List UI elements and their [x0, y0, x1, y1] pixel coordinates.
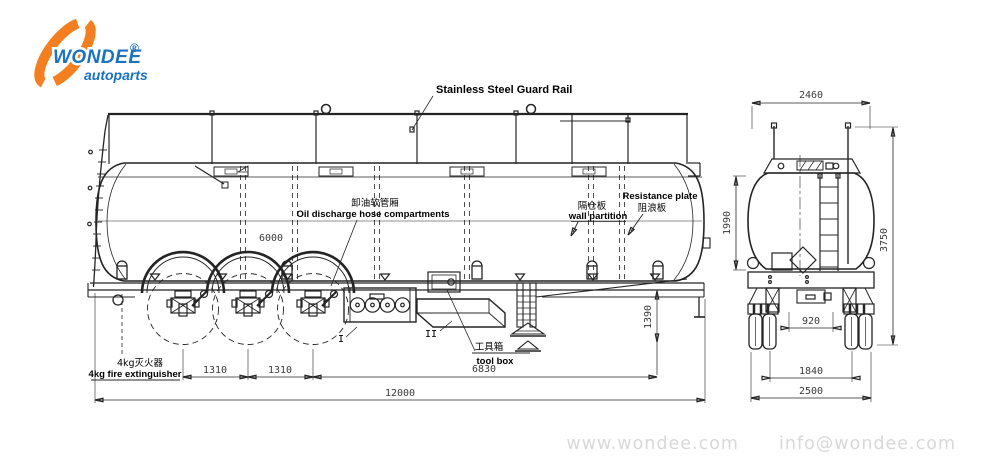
dim-overall-length-text: 12000 — [385, 388, 415, 399]
wheel — [277, 273, 349, 345]
tire — [844, 313, 859, 350]
dim-track-width-text: 1840 — [799, 366, 823, 377]
sump-diamond-icon — [789, 246, 817, 274]
guard-rail-label: Stainless Steel Guard Rail — [436, 84, 572, 96]
dim-rear-span: 6830 — [472, 364, 496, 375]
label-hose-compartments: 卸油软管厢 Oil discharge hose compartments — [296, 197, 450, 287]
tire — [858, 313, 873, 350]
wheel — [147, 273, 219, 345]
side-view: I II Stainless Steel Guard Rail 卸油软管厢 Oi… — [87, 84, 711, 403]
label-resistance-plate: Resistance plate 阻浪板 — [623, 191, 698, 236]
tire — [762, 313, 777, 350]
rv-guard-rail — [762, 122, 862, 264]
watermark-email: info@wondee.com — [778, 434, 956, 454]
rv-bottom-fittings — [746, 246, 876, 274]
kingpin-area-icon — [112, 294, 124, 306]
chassis-frame — [87, 273, 705, 318]
bottom-discharge-valves — [116, 260, 664, 280]
wall-partition-label-en: wall partition — [568, 211, 628, 222]
label-fire-extinguisher: 4kg灭火器 4kg fire extinguisher — [89, 294, 182, 381]
rear-view: 2460 1990 3750 920 — [722, 90, 898, 402]
landing-gear — [510, 278, 688, 352]
wheel — [212, 273, 284, 345]
dim-rear-frame-height-text: 1390 — [643, 305, 654, 329]
rv-tank-body — [747, 155, 875, 276]
dim-guard-rail-width-text: 2460 — [799, 90, 823, 101]
rv-ladder — [817, 173, 841, 271]
dim-overall-length: 12000 — [94, 293, 706, 403]
tool-box-label-cn: 工具箱 — [475, 341, 504, 353]
dim-overall-height-text: 3750 — [879, 228, 890, 252]
dim-overall-width: 2500 — [750, 352, 872, 402]
tank-partitions — [240, 166, 625, 279]
fire-extinguisher-label-cn: 4kg灭火器 — [117, 358, 164, 369]
equipment-box — [427, 271, 461, 293]
rv-chassis — [747, 271, 875, 350]
dim-overall-width-text: 2500 — [799, 386, 823, 397]
rail-hook-icon — [525, 103, 537, 115]
logo-brand: WONDEE — [53, 47, 142, 68]
logo-registered-mark: ® — [130, 41, 139, 55]
label-tool-box: 工具箱 tool box — [446, 289, 530, 367]
dim-track-width: 1840 — [761, 351, 861, 382]
resistance-plate-label-cn: 阻浪板 — [638, 202, 667, 214]
watermark-website: www.wondee.com — [566, 434, 739, 454]
dim-tank-length: 6000 — [259, 233, 283, 244]
section-mark-2: II — [425, 329, 437, 340]
tire — [748, 313, 763, 350]
guard-rail — [108, 103, 688, 164]
hose-compartment — [343, 287, 417, 323]
dim-chain: 1310 1310 6830 — [182, 349, 658, 380]
hose-label-cn: 卸油软管厢 — [351, 197, 399, 209]
dim-tank-height-text: 1990 — [722, 211, 733, 235]
dim-overall-height: 3750 — [855, 126, 898, 346]
axle-assembly-3 — [270, 250, 356, 345]
hose-label-en: Oil discharge hose compartments — [296, 209, 449, 220]
logo-subtitle: autoparts — [84, 67, 148, 83]
resistance-plate-label-en: Resistance plate — [623, 191, 698, 202]
tool-box — [416, 298, 506, 328]
axle-assembly-2 — [205, 250, 291, 345]
tank-body — [95, 162, 711, 282]
dim-guard-rail-width: 2460 — [751, 90, 871, 129]
dim-axle-spacing-2: 1310 — [268, 365, 292, 376]
axle-assembly-1 — [140, 250, 226, 345]
section-marks: I II — [338, 320, 453, 345]
tool-box-label-en: tool box — [477, 356, 515, 367]
manholes — [213, 166, 607, 177]
dim-axle-spacing-1: 1310 — [203, 365, 227, 376]
dim-frame-rail-spacing: 920 — [780, 312, 842, 332]
dim-tank-height: 1990 — [722, 175, 746, 271]
label-wall-partition: 隔仓板 wall partition — [568, 200, 628, 237]
dim-rear-frame-height: 1390 — [643, 290, 660, 375]
dim-frame-rail-spacing-text: 920 — [802, 316, 820, 327]
section-mark-1: I — [338, 334, 344, 345]
wall-partition-label-cn: 隔仓板 — [578, 200, 607, 212]
rail-hook-icon — [320, 103, 332, 115]
watermark: www.wondee.com info@wondee.com — [566, 434, 956, 454]
fire-extinguisher-label-en: 4kg fire extinguisher — [89, 369, 182, 380]
wondee-logo: WONDEE ® autoparts — [34, 17, 150, 89]
label-guard-rail: Stainless Steel Guard Rail — [409, 84, 572, 133]
